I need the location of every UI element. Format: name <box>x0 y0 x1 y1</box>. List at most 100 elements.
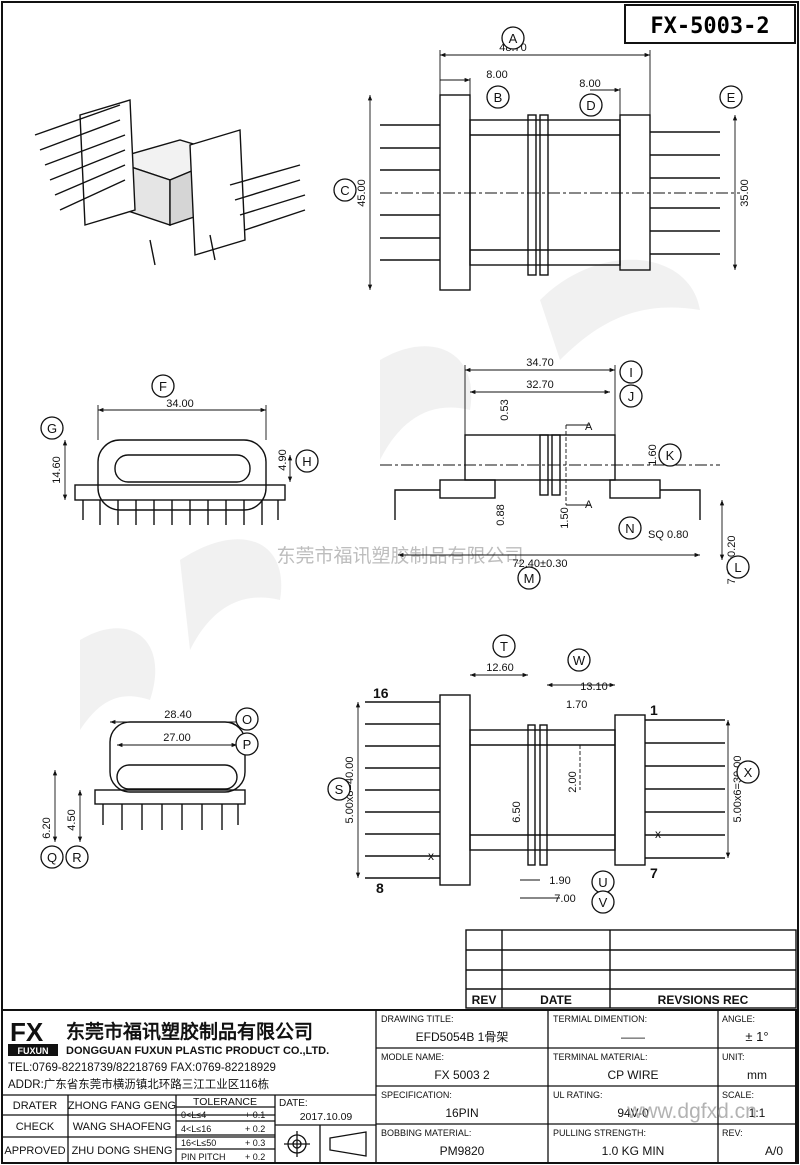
tol-value-3: + 0.2 <box>245 1152 265 1162</box>
web-watermark: www.dgfxd.cn <box>626 1100 757 1123</box>
dim-bot-end-620: 6.20 <box>41 817 53 838</box>
ref-label-text: A B C D E F G H I J K L M N O P Q R S T … <box>47 31 753 910</box>
pin-numbers: 16 8 1 7 <box>373 685 658 896</box>
model-value: FX 5003 2 <box>434 1068 490 1082</box>
dim-top-left-flange: 8.00 <box>486 69 507 81</box>
ref-O: O <box>242 712 252 727</box>
ref-S: S <box>335 782 344 797</box>
drawing-title-label: DRAWING TITLE: <box>381 1014 454 1024</box>
dim-side-088: 0.88 <box>495 504 507 525</box>
isometric-view <box>34 99 306 266</box>
company-name-cn: 东莞市福讯塑胶制品有限公司 <box>66 1020 313 1043</box>
terminal-dim-label: TERMIAL DIMENTION: <box>553 1014 647 1024</box>
angle-value: ± 1° <box>745 1029 768 1044</box>
side-view-dims <box>398 365 725 560</box>
rev-value: A/0 <box>765 1144 783 1158</box>
company-addr: ADDR:广东省东莞市横沥镇北环路三江工业区116栋 <box>8 1077 270 1091</box>
name-check: WANG SHAOFENG <box>73 1121 172 1133</box>
dim-bot-1310: 13.10 <box>580 681 608 693</box>
date-value: 2017.10.09 <box>300 1111 353 1123</box>
x-mark-right: x <box>655 827 661 841</box>
date-col: DATE <box>540 993 572 1007</box>
end-view-upper <box>74 439 286 525</box>
drawing-title-value: EFD5054B 1骨架 <box>416 1030 509 1044</box>
dim-bot-end-inner: 27.00 <box>163 732 191 744</box>
end-view-upper-dims <box>62 405 293 500</box>
title-code: FX-5003-2 <box>650 14 769 39</box>
x-mark-left: x <box>428 849 434 863</box>
ref-I: I <box>629 365 633 380</box>
pin-1-label: 1 <box>650 702 658 718</box>
dim-top-height-left: 45.00 <box>356 179 368 207</box>
ul-label: UL RATING: <box>553 1090 603 1100</box>
tolerance-title: TOLERANCE <box>193 1096 257 1108</box>
bottom-view <box>365 694 725 886</box>
title-fields: DRAWING TITLE: EFD5054B 1骨架 TERMIAL DIME… <box>381 1014 783 1158</box>
date-label: DATE: <box>279 1098 308 1109</box>
pin-16-label: 16 <box>373 685 389 701</box>
ref-B: B <box>494 90 503 105</box>
revision-table <box>465 929 797 1009</box>
dim-end-height: 14.60 <box>51 456 63 484</box>
ref-V: V <box>599 895 608 910</box>
company-logo: FX FUXUN <box>8 1017 58 1056</box>
dim-bot-170: 1.70 <box>566 699 587 711</box>
role-drater: DRATER <box>13 1100 57 1112</box>
angle-label: ANGLE: <box>722 1014 755 1024</box>
logo-text: FX <box>10 1017 44 1047</box>
ref-labels <box>40 26 760 914</box>
ref-C: C <box>340 183 349 198</box>
ref-N: N <box>625 521 634 536</box>
pin-8-label: 8 <box>376 880 384 896</box>
company-name-en: DONGGUAN FUXUN PLASTIC PRODUCT CO.,LTD. <box>66 1045 329 1057</box>
bobbin-label: BOBBING MATERIAL: <box>381 1128 471 1138</box>
watermark-text: 东莞市福讯塑胶制品有限公司 <box>276 545 523 567</box>
terminal-dim-value: —— <box>621 1030 645 1044</box>
dim-bot-end-450: 4.50 <box>66 809 78 830</box>
bottom-view-dims <box>355 672 731 899</box>
tol-value-0: + 0.1 <box>245 1110 265 1120</box>
dim-top-right-flange: 8.00 <box>579 78 600 90</box>
ref-P: P <box>243 737 252 752</box>
tol-range-1: 4<L≤16 <box>181 1124 211 1134</box>
terminal-mat-value: CP WIRE <box>607 1068 658 1082</box>
ref-K: K <box>666 448 675 463</box>
top-view <box>380 94 740 291</box>
top-view-dims <box>367 50 738 290</box>
ref-W: W <box>573 653 586 668</box>
role-check: CHECK <box>16 1121 55 1133</box>
dim-end-gap: 4.90 <box>277 449 289 470</box>
ref-A: A <box>509 31 518 46</box>
dim-side-inner: 32.70 <box>526 379 554 391</box>
ref-G: G <box>47 421 57 436</box>
scale-label: SCALE: <box>722 1090 754 1100</box>
ref-M: M <box>524 571 535 586</box>
ref-J: J <box>628 389 635 404</box>
bottom-view-text: 12.60 13.10 1.70 2.00 6.50 1.90 7.00 5.0… <box>344 662 744 905</box>
ref-H: H <box>302 454 311 469</box>
side-view <box>380 434 720 520</box>
rec-col: REVSIONS REC <box>658 993 749 1007</box>
tol-value-2: + 0.3 <box>245 1138 265 1148</box>
dim-side-150: 1.50 <box>559 507 571 528</box>
ref-T: T <box>500 639 508 654</box>
dim-bot-700: 7.00 <box>554 893 575 905</box>
ref-L: L <box>734 560 741 575</box>
tol-range-2: 16<L≤50 <box>181 1138 216 1148</box>
company-tel: TEL:0769-82218739/82218769 FAX:0769-8221… <box>8 1062 276 1074</box>
scale-value: 1:1 <box>749 1106 766 1120</box>
dim-bot-end-outer: 28.40 <box>164 709 192 721</box>
dim-bot-190: 1.90 <box>549 875 570 887</box>
section-mark-top: A <box>585 421 593 433</box>
pin-7-label: 7 <box>650 865 658 881</box>
tol-range-0: 0<L≤4 <box>181 1110 206 1120</box>
unit-label: UNIT: <box>722 1052 745 1062</box>
bobbin-value: PM9820 <box>440 1144 485 1158</box>
tolerance-block: TOLERANCE 0<L≤4 + 0.1 4<L≤16 + 0.2 16<L≤… <box>181 1096 352 1162</box>
ref-R: R <box>72 850 81 865</box>
dim-side-outer: 34.70 <box>526 357 554 369</box>
dim-bot-1260: 12.60 <box>486 662 514 674</box>
dim-end-width: 34.00 <box>166 398 194 410</box>
title-block-lines <box>1 1009 797 1164</box>
